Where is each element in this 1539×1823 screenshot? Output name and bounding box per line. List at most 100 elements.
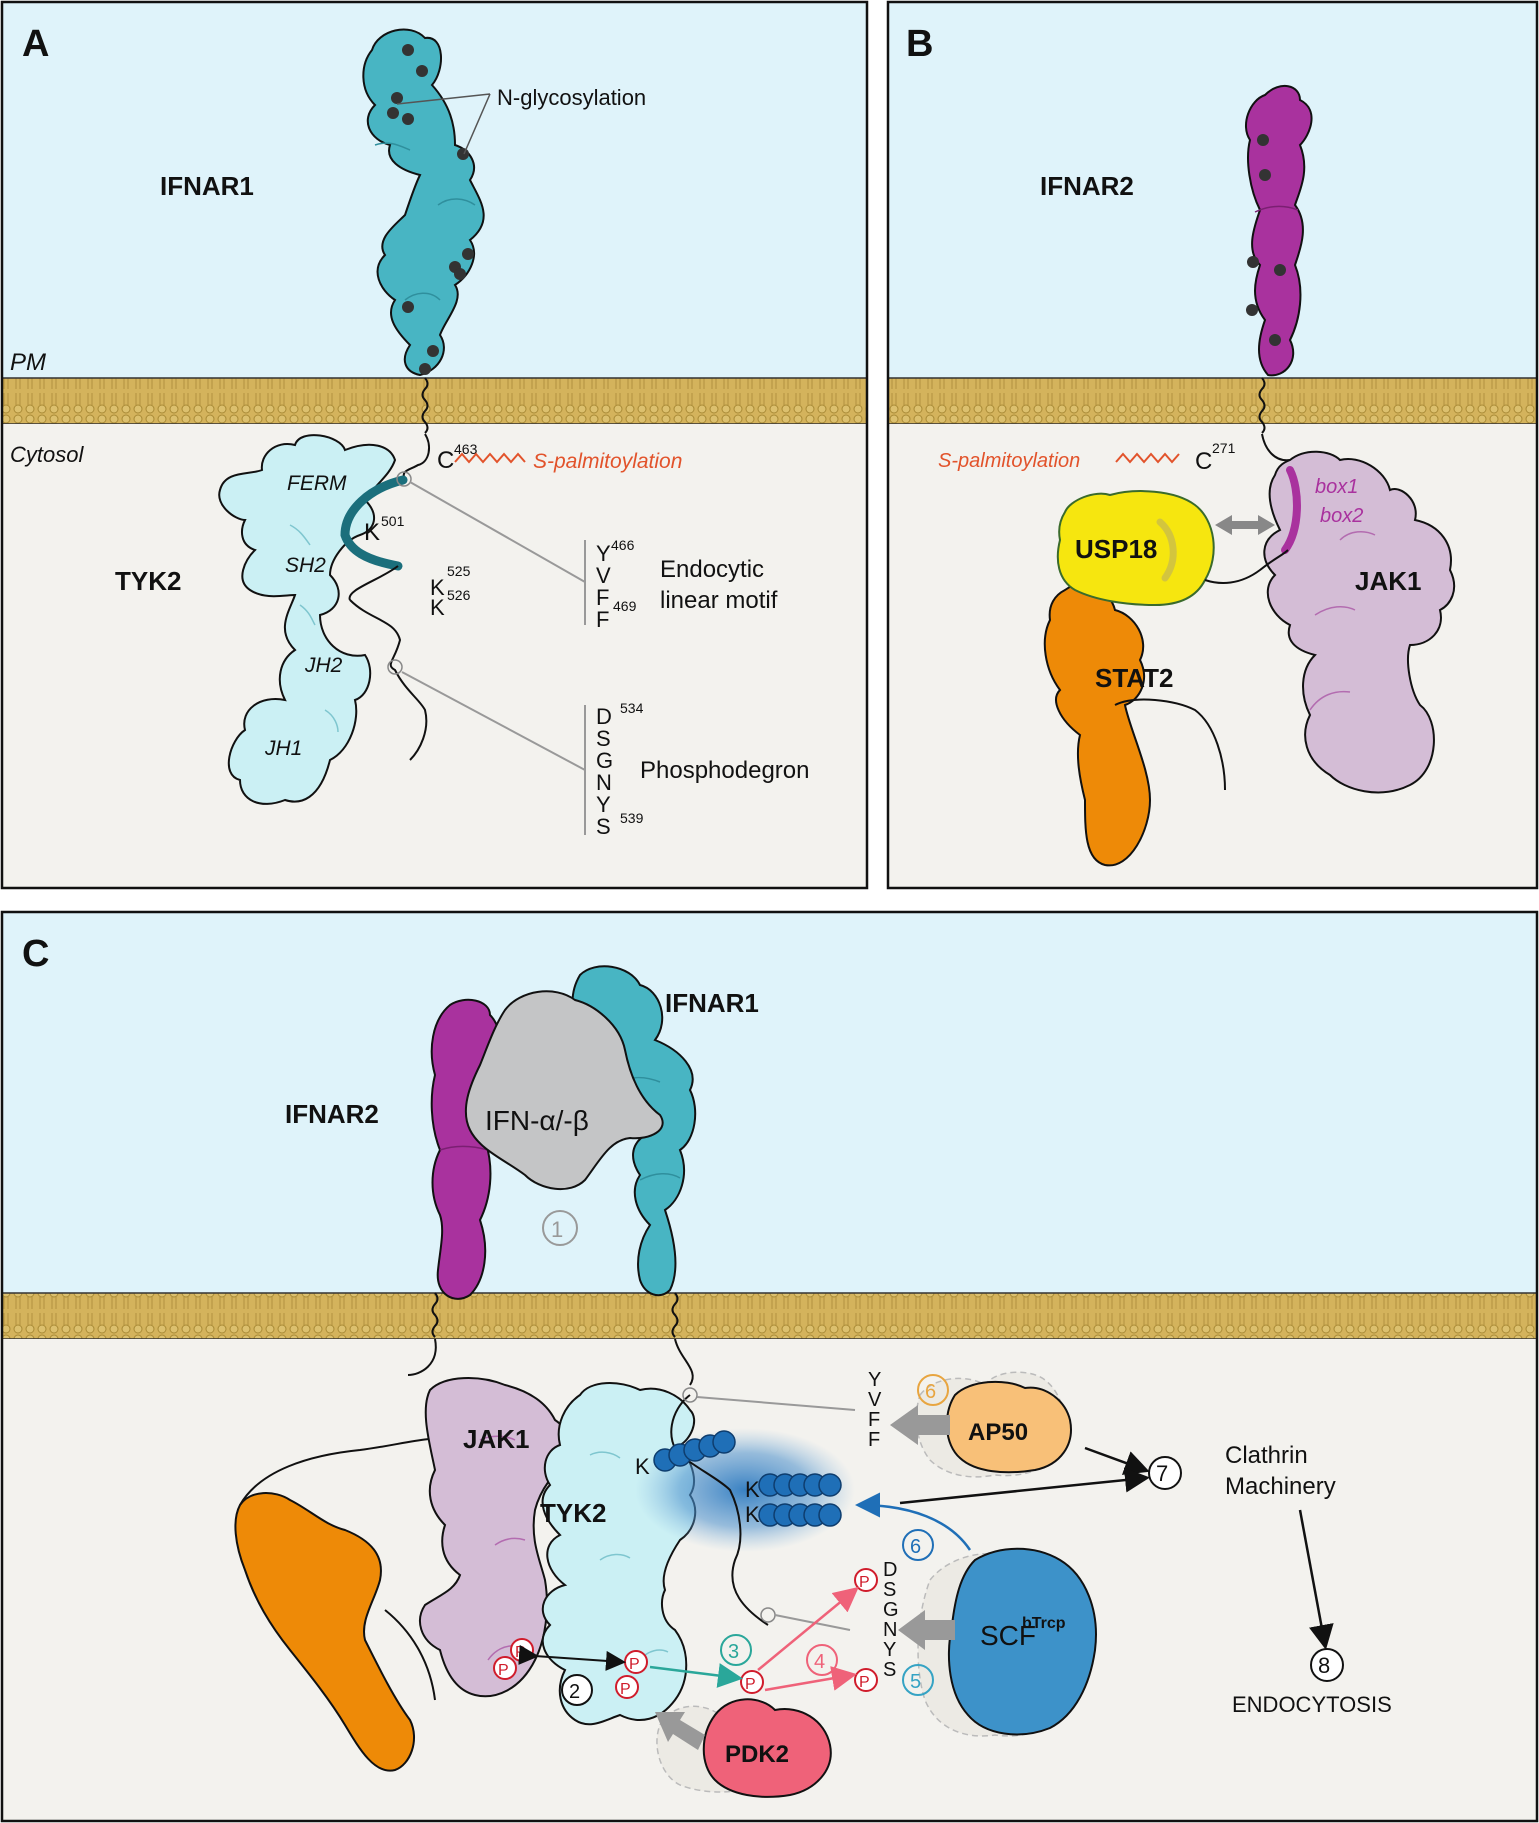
stat2-label-b: STAT2 bbox=[1095, 663, 1173, 693]
palmitoylation-label: S-palmitoylation bbox=[533, 450, 682, 473]
ifnar1-label-c: IFNAR1 bbox=[665, 988, 759, 1018]
svg-text:8: 8 bbox=[1318, 1653, 1330, 1678]
ap50-protein bbox=[945, 1380, 1072, 1474]
panel-c: C IFNAR1 IFNAR2 IFN-α/-β 1 JAK1 bbox=[0, 910, 1539, 1823]
endocytic-motif-c: Y V F F bbox=[868, 1369, 882, 1451]
svg-text:P: P bbox=[629, 1656, 640, 1673]
k525-sup: 525 bbox=[447, 563, 471, 579]
svg-text:6: 6 bbox=[925, 1381, 936, 1403]
s539-sup: 539 bbox=[620, 810, 644, 826]
k501-k: K bbox=[364, 519, 380, 546]
box2-label: box2 bbox=[1320, 505, 1363, 527]
svg-text:F: F bbox=[868, 1429, 880, 1451]
usp18-label: USP18 bbox=[1075, 534, 1157, 564]
d534-sup: 534 bbox=[620, 700, 644, 716]
ifn-ligand bbox=[464, 990, 664, 1191]
jak1-label-b: JAK1 bbox=[1355, 566, 1421, 596]
cytosol-label: Cytosol bbox=[10, 442, 84, 467]
svg-text:5: 5 bbox=[910, 1671, 921, 1693]
jak1-label-c: JAK1 bbox=[463, 1424, 529, 1454]
panel-letter-a: A bbox=[22, 23, 49, 65]
box-region bbox=[340, 475, 408, 571]
k-label-c3: K bbox=[745, 1502, 760, 1527]
y466-sup: 466 bbox=[611, 537, 635, 553]
svg-text:7: 7 bbox=[1156, 1461, 1168, 1486]
svg-text:G: G bbox=[596, 748, 613, 773]
step-1: 1 bbox=[551, 1217, 563, 1242]
ifnar2-label: IFNAR2 bbox=[1040, 171, 1134, 201]
svg-text:N: N bbox=[883, 1619, 897, 1641]
svg-text:P: P bbox=[498, 1662, 509, 1679]
c463-c: C bbox=[437, 447, 454, 474]
svg-text:S: S bbox=[596, 726, 611, 751]
f469-sup: 469 bbox=[613, 598, 637, 614]
ap50-label: AP50 bbox=[968, 1419, 1028, 1446]
endocytosis-label: ENDOCYTOSIS bbox=[1232, 1692, 1392, 1717]
palmitoyl-chain bbox=[454, 452, 526, 464]
k-label-c2: K bbox=[745, 1477, 760, 1502]
panel-letter-c: C bbox=[22, 933, 49, 975]
stat2-c bbox=[234, 1492, 415, 1772]
svg-text:F: F bbox=[596, 585, 609, 610]
box1-box2-region bbox=[1281, 466, 1301, 554]
usp18-protein bbox=[1056, 490, 1215, 607]
plasma-membrane bbox=[2, 378, 867, 424]
sh2-label: SH2 bbox=[285, 554, 326, 577]
phosphodegron-motif-c: D S G N Y S bbox=[883, 1559, 899, 1681]
ifnar1-label: IFNAR1 bbox=[160, 171, 254, 201]
endocytic-label-1: Endocytic bbox=[660, 556, 764, 583]
ifnar1-transmembrane bbox=[421, 377, 429, 434]
clathrin-label-2: Machinery bbox=[1225, 1473, 1336, 1500]
svg-text:S: S bbox=[596, 814, 611, 839]
pdk2-label: PDK2 bbox=[725, 1741, 789, 1768]
svg-text:P: P bbox=[859, 1674, 870, 1691]
svg-text:Y: Y bbox=[883, 1639, 896, 1661]
k526-sup: 526 bbox=[447, 587, 471, 603]
ferm-label: FERM bbox=[287, 472, 347, 495]
svg-text:P: P bbox=[745, 1676, 756, 1693]
scf-label: SCF bbox=[980, 1620, 1036, 1651]
endocytic-motif: Y V F F bbox=[596, 541, 611, 632]
svg-text:3: 3 bbox=[728, 1641, 739, 1663]
panel-letter-b: B bbox=[906, 23, 933, 65]
svg-text:D: D bbox=[596, 704, 612, 729]
svg-text:4: 4 bbox=[814, 1651, 825, 1673]
svg-text:6: 6 bbox=[910, 1536, 921, 1558]
cytosol-space bbox=[2, 424, 867, 888]
ubiquitin-chains bbox=[653, 1430, 842, 1527]
tyk2-protein bbox=[218, 434, 397, 805]
svg-text:Y: Y bbox=[868, 1369, 881, 1391]
jh1-label: JH1 bbox=[264, 737, 302, 760]
k501-sup: 501 bbox=[381, 513, 405, 529]
clathrin-label-1: Clathrin bbox=[1225, 1442, 1308, 1469]
svg-text:P: P bbox=[515, 1644, 526, 1661]
ifn-label: IFN-α/-β bbox=[485, 1105, 589, 1136]
ifnar2-ectodomain bbox=[1245, 85, 1313, 377]
svg-text:Y: Y bbox=[596, 541, 611, 566]
phosphodegron-label: Phosphodegron bbox=[640, 757, 809, 784]
stat2-protein-b bbox=[1043, 583, 1152, 867]
svg-text:2: 2 bbox=[569, 1681, 580, 1703]
c463-sup: 463 bbox=[454, 441, 478, 457]
palmitoylation-label-b: S-palmitoylation bbox=[938, 450, 1080, 472]
ifnar2-label-c: IFNAR2 bbox=[285, 1099, 379, 1129]
glycosylation-dots bbox=[387, 44, 474, 375]
jh2-label: JH2 bbox=[304, 654, 343, 677]
tyk2-c bbox=[541, 1382, 697, 1726]
svg-text:N: N bbox=[596, 770, 612, 795]
svg-text:V: V bbox=[868, 1389, 882, 1411]
svg-text:G: G bbox=[883, 1599, 899, 1621]
k525-k: K bbox=[430, 575, 445, 600]
box1-label: box1 bbox=[1315, 476, 1358, 498]
panel-a: A PM Cytosol N-glycosylation IFNAR1 bbox=[0, 0, 869, 890]
c271-sup: 271 bbox=[1212, 440, 1236, 456]
svg-text:D: D bbox=[883, 1559, 897, 1581]
usp18-jak1-interaction-arrow bbox=[1215, 515, 1275, 535]
svg-text:F: F bbox=[596, 607, 609, 632]
pm-label: PM bbox=[10, 349, 46, 376]
svg-text:Y: Y bbox=[596, 792, 611, 817]
k-label-c1: K bbox=[635, 1454, 650, 1479]
svg-text:V: V bbox=[596, 563, 611, 588]
phosphodegron-motif: D S G N Y S bbox=[596, 704, 613, 839]
